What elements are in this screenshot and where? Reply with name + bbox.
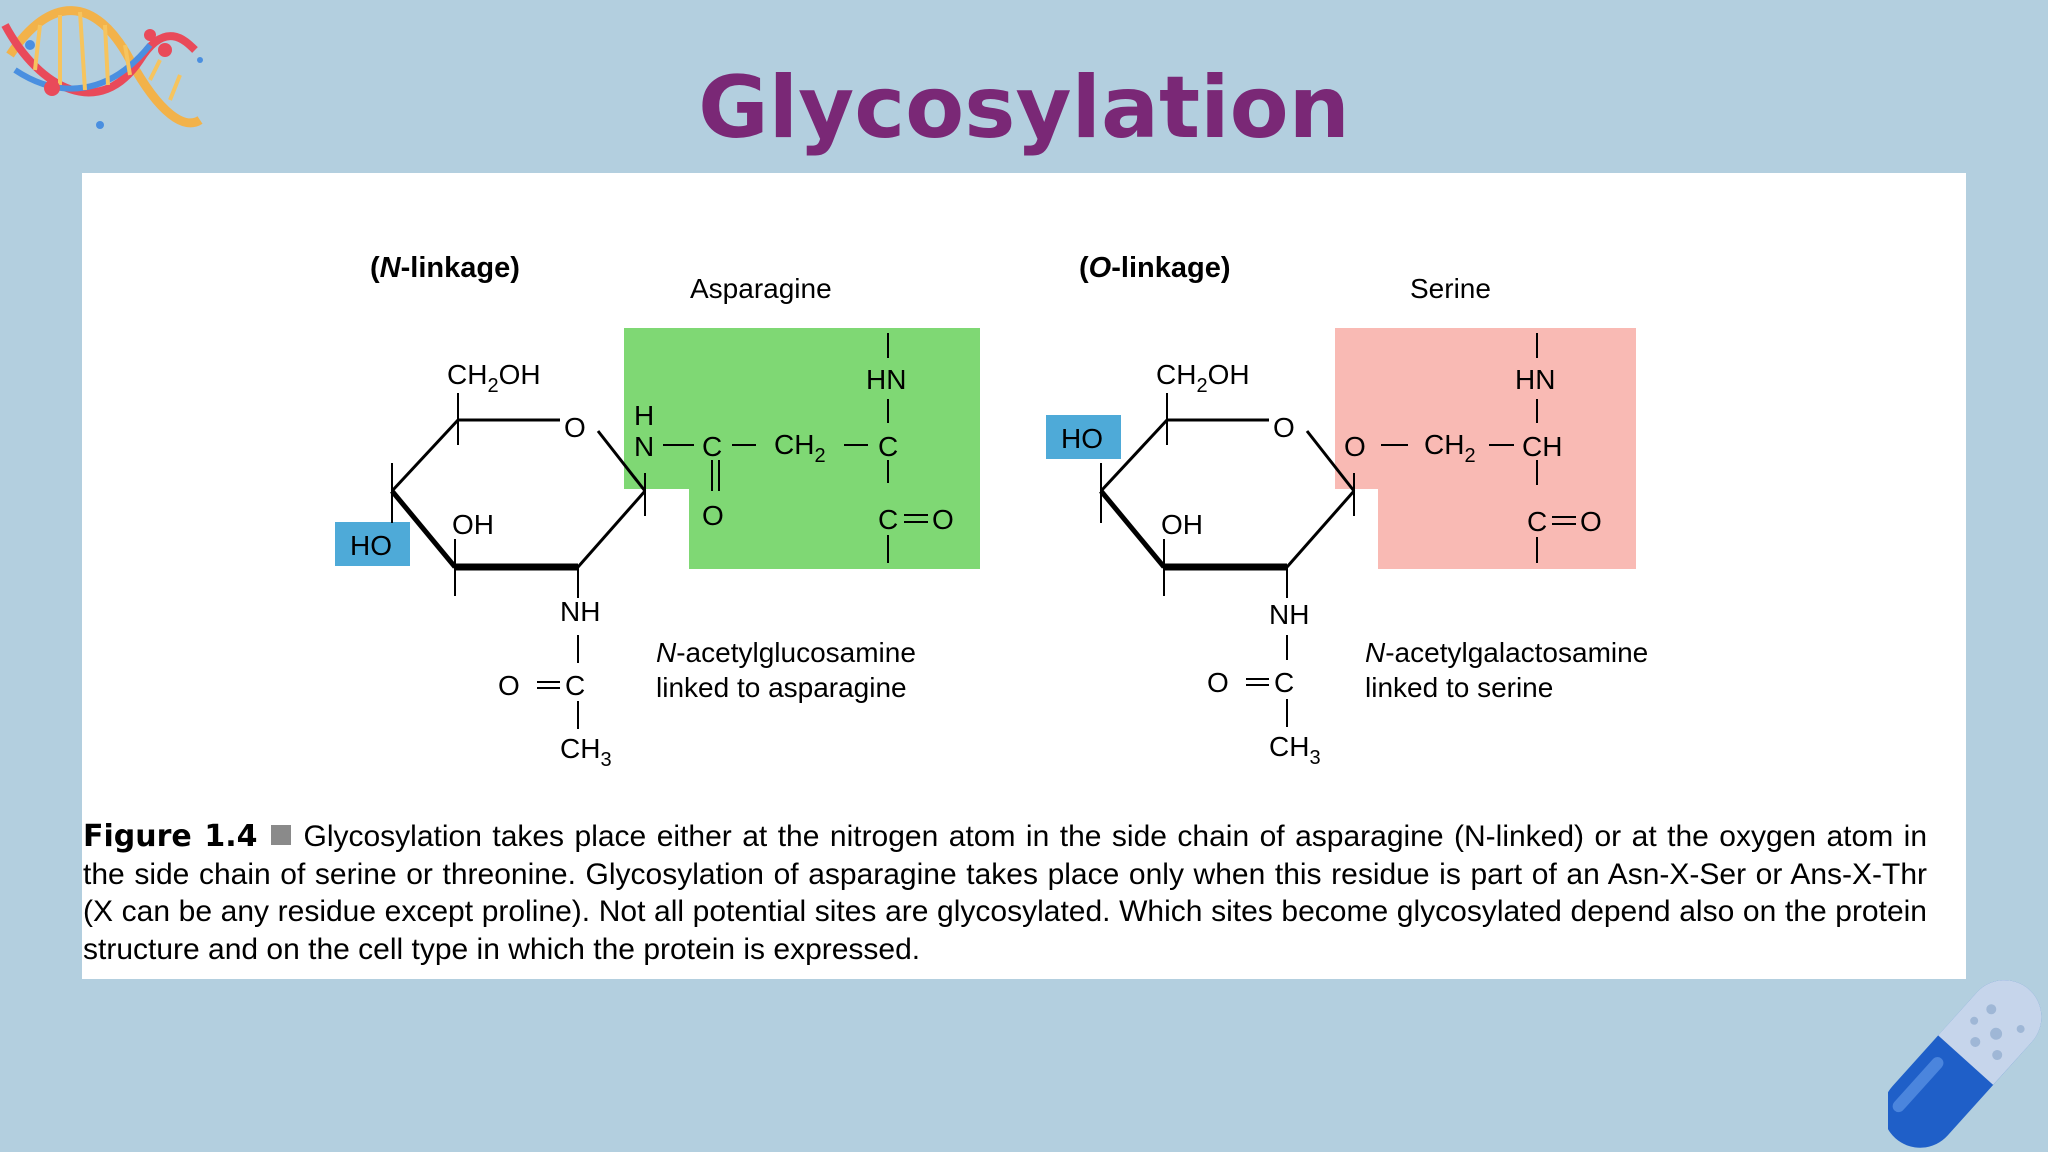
n-linkage-description-2: linked to asparagine: [656, 672, 907, 703]
asparagine-highlight-box: [624, 328, 980, 569]
carbonyl-o-label-o: O: [1580, 506, 1602, 537]
o-linkage-heading: (O-linkage): [1079, 252, 1230, 284]
figure-panel: (N-linkage) Asparagine HO: [82, 173, 1966, 979]
amide-c-label: C: [702, 431, 722, 462]
nh-label: NH: [560, 596, 600, 627]
ch2oh-label-o: CH2OH: [1156, 359, 1250, 397]
hn-label: HN: [866, 364, 906, 395]
asparagine-label: Asparagine: [690, 273, 832, 304]
n-linkage-description-1: N-acetylglucosamine: [656, 637, 916, 668]
nh-label-o: NH: [1269, 599, 1309, 630]
ho-label: HO: [350, 530, 392, 561]
dna-helix-icon: [1, 6, 203, 129]
page-title: Glycosylation: [698, 58, 1350, 158]
alpha-c-label: C: [878, 431, 898, 462]
acetyl-c-label-o: C: [1274, 667, 1294, 698]
acetyl-o-label: O: [498, 670, 520, 701]
o-linkage-structure: (O-linkage) Serine HO: [1046, 252, 1648, 769]
ch2-label-o: CH2: [1424, 429, 1476, 467]
o-linkage-description-2: linked to serine: [1365, 672, 1553, 703]
carbonyl-c-label: C: [878, 504, 898, 535]
link-n-label: N: [634, 431, 654, 462]
ch3-label: CH3: [560, 733, 612, 771]
figure-label: Figure 1.4: [83, 819, 258, 854]
hn-label-o: HN: [1515, 364, 1555, 395]
alpha-ch-label: CH: [1522, 431, 1562, 462]
link-o-label: O: [1344, 431, 1366, 462]
glycosylation-diagram: (N-linkage) Asparagine HO: [335, 252, 1648, 771]
figure-caption-text: Glycosylation takes place either at the …: [83, 820, 1928, 966]
ring-oxygen-label: O: [564, 412, 586, 443]
ho-highlight-box-o: [1046, 415, 1121, 459]
serine-highlight-box: [1335, 328, 1636, 569]
ho-label-o: HO: [1061, 423, 1103, 454]
n-linkage-heading: (N-linkage): [370, 252, 520, 284]
carbonyl-c-label-o: C: [1527, 506, 1547, 537]
ho-highlight-box: [335, 522, 410, 566]
ch2-label: CH2: [774, 429, 826, 467]
ch3-label-o: CH3: [1269, 731, 1321, 769]
serine-label: Serine: [1410, 273, 1491, 304]
oh-label-o: OH: [1161, 509, 1203, 540]
ring-oxygen-label-o: O: [1273, 412, 1295, 443]
link-h-label: H: [634, 400, 654, 431]
n-linkage-structure: (N-linkage) Asparagine HO: [335, 252, 980, 771]
acetyl-o-label-o: O: [1207, 667, 1229, 698]
o-linkage-description-1: N-acetylgalactosamine: [1365, 637, 1648, 668]
capsule-pill-icon: [1888, 980, 2042, 1148]
ch2oh-label: CH2OH: [447, 359, 541, 397]
amide-o-label: O: [702, 500, 724, 531]
oh-label: OH: [452, 509, 494, 540]
carbonyl-o-label: O: [932, 504, 954, 535]
caption-square-icon: [271, 825, 292, 845]
acetyl-c-label: C: [565, 670, 585, 701]
